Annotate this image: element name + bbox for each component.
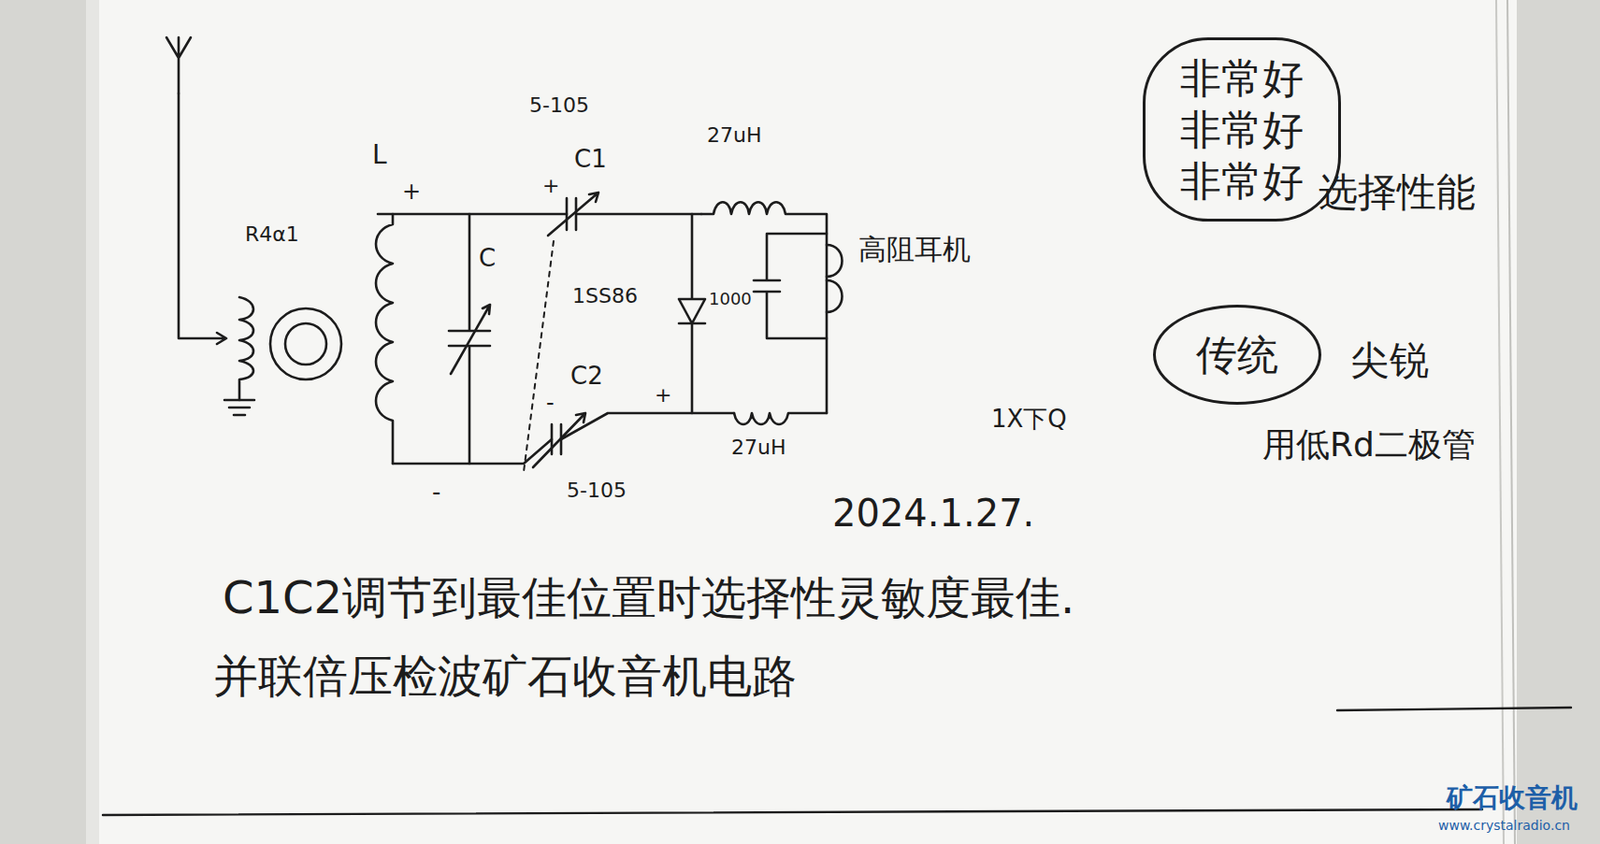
- handwritten-label: C1C2调节到最佳位置时选择性灵敏度最佳.: [222, 572, 1075, 624]
- handwritten-label: C: [478, 245, 496, 274]
- ferrite-ring: [285, 323, 327, 365]
- variable-arrow: [547, 192, 599, 236]
- underline: [102, 809, 1483, 816]
- watermark: www.crystalradio.cn: [1438, 818, 1571, 834]
- earphone-symbol: [826, 245, 843, 313]
- antenna-wire: [178, 93, 227, 345]
- underline: [1337, 707, 1572, 711]
- variable-arrow: [533, 413, 586, 468]
- handwritten-label: L: [372, 140, 388, 171]
- handwritten-label: +: [542, 173, 560, 198]
- inductor-symbol: [375, 214, 393, 464]
- handwritten-label: 高阻耳机: [858, 233, 971, 267]
- handwritten-label: 5-105: [529, 93, 590, 117]
- handwritten-label: 27uH: [731, 435, 786, 460]
- gang-link: [523, 241, 554, 473]
- handwritten-label: C2: [570, 362, 604, 391]
- watermark: 矿石收音机: [1446, 783, 1578, 814]
- handwritten-label: 尖锐: [1350, 338, 1429, 384]
- handwritten-label: -: [432, 478, 441, 507]
- handwritten-label: 27uH: [706, 123, 762, 147]
- handwritten-label: +: [402, 179, 421, 206]
- handwritten-label: -: [546, 390, 555, 418]
- handwritten-label: 选择性能: [1318, 170, 1476, 216]
- handwritten-label: C1: [574, 145, 607, 174]
- page-edge: [1496, 0, 1504, 844]
- handwritten-label: 1000: [708, 289, 752, 310]
- wire: [392, 439, 552, 464]
- handwritten-label: 1X下Q: [991, 405, 1067, 434]
- page-edge: [1507, 0, 1515, 844]
- variable-arrow: [450, 304, 491, 375]
- handwritten-label: +: [654, 383, 672, 407]
- page-fold: [86, 0, 100, 844]
- oval-note: 传统: [1153, 304, 1322, 405]
- note-text: 非常好: [1180, 52, 1304, 104]
- handwritten-label: 5-105: [566, 478, 627, 503]
- ground-symbol: [224, 400, 255, 416]
- page: [86, 0, 1517, 844]
- handwritten-label: 用低Rd二极管: [1262, 425, 1476, 464]
- inductor-symbol: [701, 201, 827, 414]
- inductor-symbol: [734, 413, 827, 425]
- handwritten-label: 1SS86: [572, 284, 638, 308]
- handwritten-label: 2024.1.27.: [832, 491, 1035, 535]
- note-text: 非常好: [1180, 155, 1304, 207]
- antenna-symbol: [166, 37, 191, 94]
- wire: [392, 213, 702, 217]
- note-text: 非常好: [1180, 103, 1304, 156]
- handwritten-label: 并联倍压检波矿石收音机电路: [213, 650, 797, 703]
- antenna-coil: [239, 297, 254, 401]
- capacitor-symbol: [753, 233, 827, 339]
- ferrite-ring: [270, 308, 342, 380]
- rounded-note-box: 非常好非常好非常好: [1142, 37, 1341, 222]
- note-text: 传统: [1196, 329, 1279, 381]
- handwritten-label: R4α1: [245, 222, 300, 246]
- diode-symbol: [678, 214, 706, 414]
- wire: [561, 413, 735, 440]
